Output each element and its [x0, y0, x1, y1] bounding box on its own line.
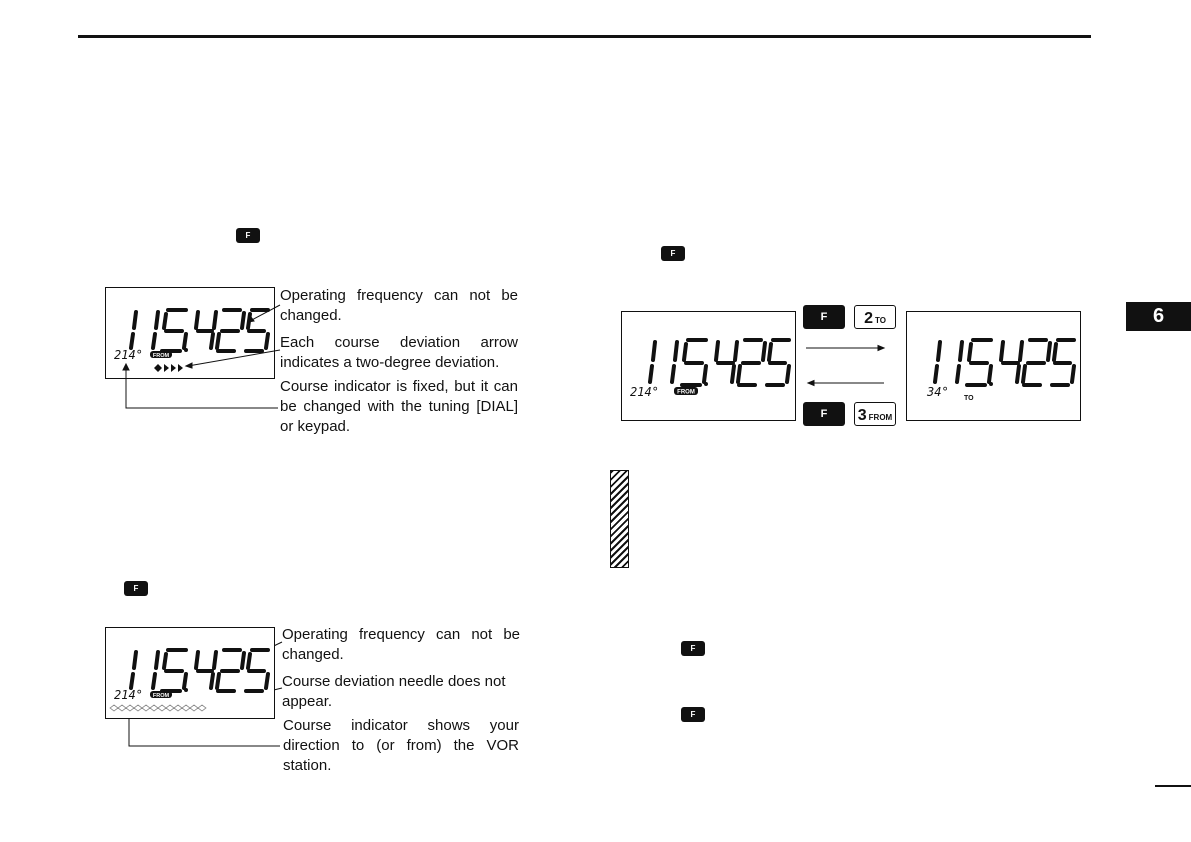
- course-readout-auto: 214°: [114, 688, 143, 702]
- callout-needle-auto: Course deviation needle does not appear.: [282, 673, 506, 710]
- note-hatch-marker: [610, 470, 629, 568]
- f-key-icon: F: [803, 305, 845, 329]
- page-number-rule: [1155, 785, 1191, 787]
- from-flag-auto: FROM: [153, 693, 170, 699]
- course-readout-fixed: 214°: [114, 348, 143, 362]
- callout-frequency-fixed: Operating frequency can not be changed.: [280, 287, 518, 324]
- f-key-icon: F: [661, 246, 685, 261]
- course-readout-to: 34°: [926, 385, 949, 399]
- course-readout-from: 214°: [630, 385, 659, 399]
- lcd-display-to: 34° TO: [906, 311, 1081, 421]
- callout-frequency-auto: Operating frequency can not be changed.: [282, 626, 520, 663]
- f-key-icon: F: [803, 402, 845, 426]
- section-tab: 6: [1126, 302, 1191, 331]
- f-key-icon: F: [681, 707, 705, 722]
- lcd-display-from: 214° FROM: [621, 311, 796, 421]
- f-key-icon: F: [124, 581, 148, 596]
- from-flag-fixed: FROM: [153, 353, 170, 359]
- lcd-display-auto-course: 214° FROM: [105, 627, 275, 719]
- callout-arrow-fixed: Each course deviation arrow indicates a …: [280, 334, 518, 371]
- callout-indicator-auto: Course indicator shows your direction to…: [283, 717, 519, 774]
- from-flag-display: FROM: [677, 390, 695, 396]
- to-flag-display: TO: [964, 395, 974, 402]
- callout-indicator-fixed: Course indicator is fixed, but it can be…: [280, 378, 518, 435]
- f-key-icon: F: [681, 641, 705, 656]
- f-key-icon: F: [236, 228, 260, 243]
- top-rule: [78, 35, 1091, 38]
